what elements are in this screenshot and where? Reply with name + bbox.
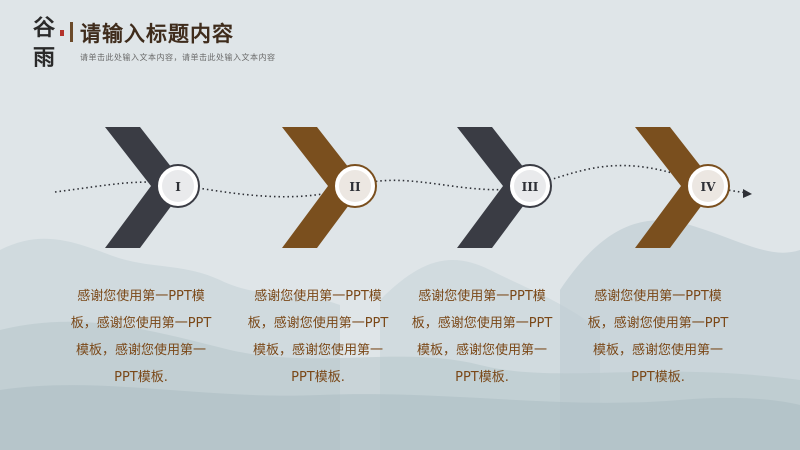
page-title: 请输入标题内容 — [80, 22, 234, 46]
logo-char-1: 谷 — [32, 15, 55, 41]
page-subtitle: 请单击此处输入文本内容，请单击此处输入文本内容 — [80, 53, 276, 62]
step-caption-3: 感谢您使用第一PPT模板，感谢您使用第一PPT模板，感谢您使用第一PPT模板. — [411, 289, 553, 385]
step-numeral-3: III — [522, 180, 539, 194]
step-caption-1: 感谢您使用第一PPT模板，感谢您使用第一PPT模板，感谢您使用第一PPT模板. — [70, 289, 212, 385]
step-3: III — [457, 127, 552, 248]
step-numeral-2: II — [349, 180, 361, 194]
step-numeral-1: I — [175, 180, 181, 194]
step-1: I — [105, 127, 200, 248]
step-numeral-4: IV — [701, 180, 717, 194]
step-caption-2: 感谢您使用第一PPT模板，感谢您使用第一PPT模板，感谢您使用第一PPT模板. — [247, 289, 389, 385]
logo: 谷 雨 — [24, 10, 64, 72]
connector-arrowhead — [743, 189, 752, 198]
logo-char-2: 雨 — [32, 45, 55, 71]
step-caption-4: 感谢您使用第一PPT模板，感谢您使用第一PPT模板，感谢您使用第一PPT模板. — [587, 289, 729, 385]
step-2: II — [282, 127, 377, 248]
logo-seal — [60, 30, 64, 36]
step-4: IV — [635, 127, 730, 248]
title-accent-bar — [70, 22, 73, 42]
